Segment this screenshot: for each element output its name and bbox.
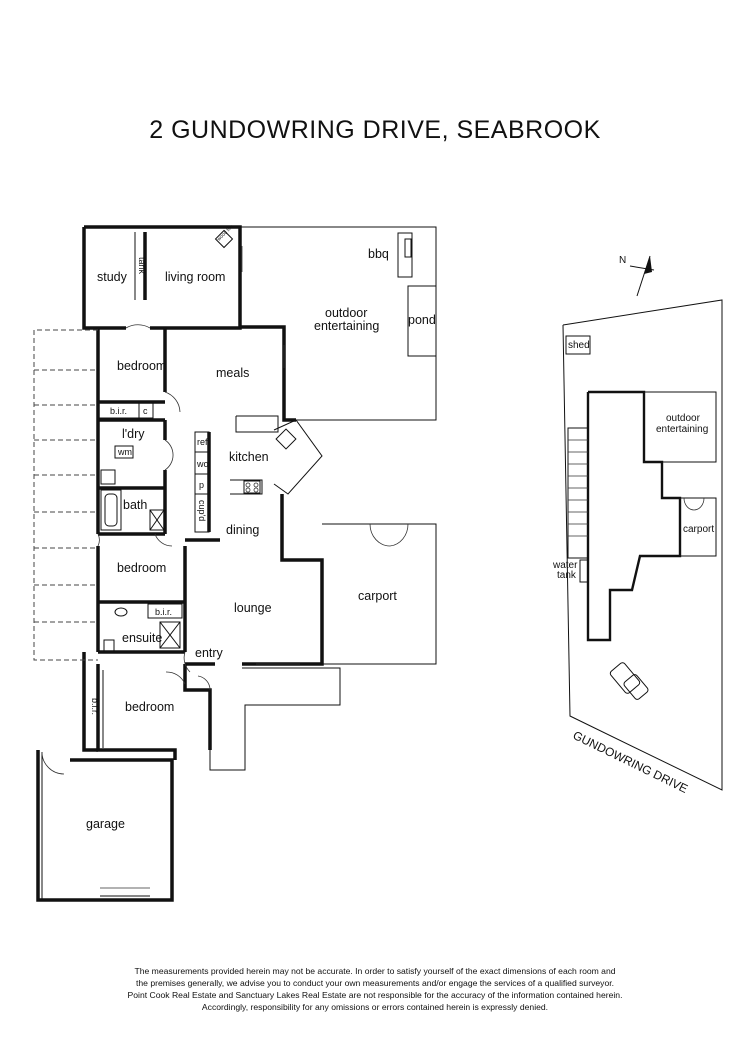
- label-tank: tank: [137, 257, 147, 275]
- site-label-entertaining: entertaining: [656, 424, 708, 435]
- label-bir-3: b.i.r.: [90, 698, 100, 715]
- label-bir-2: b.i.r.: [155, 607, 172, 617]
- site-label-shed: shed: [568, 340, 590, 351]
- label-c: c: [143, 406, 148, 416]
- label-garage: garage: [86, 817, 125, 831]
- outdoor-areas: [33, 226, 437, 665]
- disclaimer-line-3: Point Cook Real Estate and Sanctuary Lak…: [127, 990, 623, 1000]
- disclaimer-line-4: Accordingly, responsibility for any omis…: [201, 1002, 549, 1012]
- label-bedroom-1: bedroom: [117, 359, 166, 373]
- label-bbq: bbq: [368, 247, 389, 261]
- disclaimer: The measurements provided herein may not…: [100, 965, 650, 1013]
- street-name-label: GUNDOWRING DRIVE: [571, 728, 690, 796]
- label-pond: pond: [408, 313, 436, 327]
- label-wm: wm: [117, 447, 132, 457]
- label-dining: dining: [226, 523, 259, 537]
- north-arrow-icon: [629, 255, 655, 297]
- label-entry: entry: [195, 646, 224, 660]
- disclaimer-line-2: the premises generally, we advise you to…: [135, 978, 614, 988]
- disclaimer-line-1: The measurements provided herein may not…: [134, 966, 616, 976]
- label-bedroom-3: bedroom: [125, 700, 174, 714]
- label-laundry: l'dry: [122, 427, 145, 441]
- label-carport: carport: [358, 589, 397, 603]
- label-cupd: cup'd: [197, 500, 207, 521]
- label-bir-1: b.i.r.: [110, 406, 127, 416]
- label-entertaining: entertaining: [314, 319, 379, 333]
- label-outdoor: outdoor: [325, 306, 367, 320]
- car-icon: [609, 662, 649, 700]
- label-ensuite: ensuite: [122, 631, 162, 645]
- label-study: study: [97, 270, 128, 284]
- label-bath: bath: [123, 498, 147, 512]
- label-meals: meals: [216, 366, 249, 380]
- label-kitchen: kitchen: [229, 450, 269, 464]
- site-label-water: water: [552, 560, 578, 571]
- label-p: p: [199, 480, 204, 490]
- north-label: N: [619, 255, 626, 266]
- label-bedroom-2: bedroom: [117, 561, 166, 575]
- page-title: 2 GUNDOWRING DRIVE, SEABROOK: [149, 116, 601, 144]
- site-label-carport: carport: [683, 524, 714, 535]
- site-plan: N shed outdo: [552, 255, 723, 796]
- site-label-tank: tank: [557, 570, 577, 581]
- label-living-room: living room: [165, 270, 225, 284]
- house-walls: [36, 225, 341, 902]
- label-wo: wo: [196, 459, 209, 469]
- site-label-outdoor: outdoor: [666, 413, 701, 424]
- label-ref: ref: [197, 437, 208, 447]
- room-labels: study tank living room bbq outdoor enter…: [86, 224, 436, 831]
- label-lounge: lounge: [234, 601, 272, 615]
